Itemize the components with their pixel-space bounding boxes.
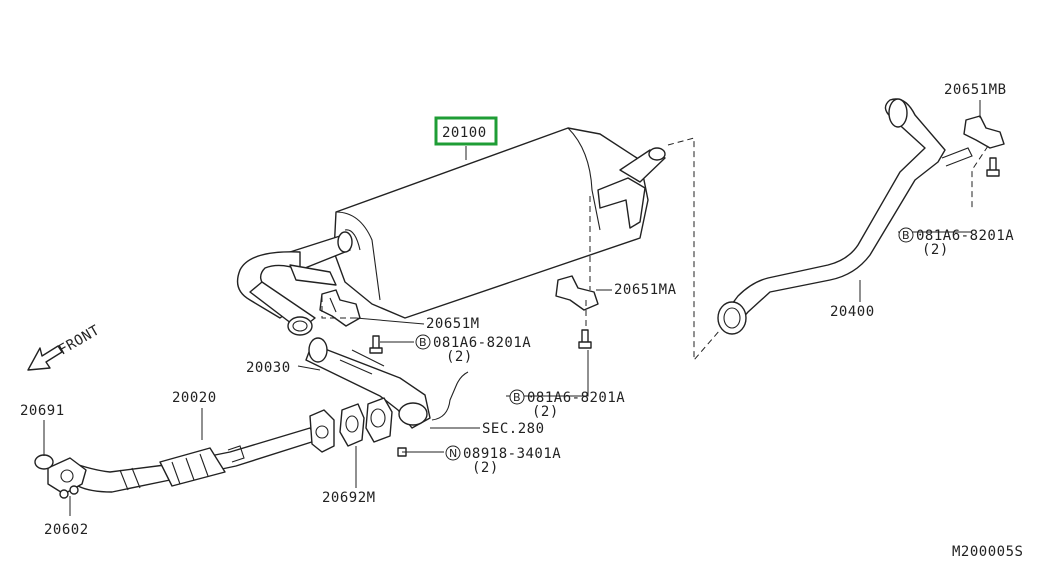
center-pipe[interactable]	[236, 251, 431, 429]
label-20692m[interactable]: 20692M	[322, 490, 376, 506]
highlight-box-20100	[434, 116, 498, 146]
bolt-qty: (2)	[532, 404, 559, 420]
nut-20602[interactable]	[59, 485, 79, 499]
label-20651m[interactable]: 20651M	[426, 316, 480, 332]
label-sec-280[interactable]: SEC.280	[482, 421, 545, 437]
bolt-prefix: B	[902, 229, 910, 242]
sensor-harness	[431, 371, 469, 421]
hanger-20651mb[interactable]	[963, 115, 1005, 149]
bolt-callout-3[interactable]: B 081A6-8201A (2)	[898, 227, 1014, 258]
front-exhaust-tube[interactable]	[47, 409, 335, 495]
label-20400[interactable]: 20400	[830, 304, 875, 320]
label-20030[interactable]: 20030	[246, 360, 291, 376]
bolt-prefix: B	[513, 391, 521, 404]
label-20020[interactable]: 20020	[172, 390, 217, 406]
leader-lines	[43, 100, 981, 516]
bolt-number: 081A6-8201A	[527, 390, 625, 406]
nut-qty: (2)	[472, 460, 499, 476]
hanger-20651m[interactable]	[319, 289, 361, 327]
front-label: FRONT	[56, 322, 103, 358]
nut-prefix: N	[449, 447, 457, 460]
label-20691[interactable]: 20691	[20, 403, 65, 419]
gasket-20692m[interactable]	[339, 397, 393, 447]
front-direction-arrow: FRONT	[27, 322, 103, 371]
bolt-callout-1[interactable]: B 081A6-8201A (2)	[415, 334, 531, 365]
bolt-number: 081A6-8201A	[433, 335, 531, 351]
nut-callout[interactable]: N 08918-3401A (2)	[445, 445, 561, 476]
gasket-20691[interactable]	[34, 454, 54, 470]
bolt-number: 081A6-8201A	[916, 228, 1014, 244]
bolt-prefix: B	[419, 336, 427, 349]
bolt-near-20651mb[interactable]	[986, 157, 1000, 177]
bolt-near-20651ma[interactable]	[578, 329, 592, 349]
assembly-lines	[321, 137, 989, 362]
label-20100[interactable]: 20100	[442, 125, 487, 141]
label-20651mb[interactable]: 20651MB	[944, 82, 1007, 98]
bolt-qty: (2)	[446, 349, 473, 365]
bolt-qty: (2)	[922, 242, 949, 258]
label-20651ma[interactable]: 20651MA	[614, 282, 677, 298]
nut-number: 08918-3401A	[463, 446, 561, 462]
bolt-near-20651m[interactable]	[369, 335, 383, 354]
hanger-20651ma[interactable]	[555, 275, 599, 311]
diagram-code: M200005S	[952, 544, 1023, 560]
rear-tail-pipe[interactable]	[717, 98, 973, 335]
bolt-callout-2[interactable]: B 081A6-8201A (2)	[509, 389, 625, 420]
main-muffler[interactable]	[289, 127, 666, 319]
label-20602[interactable]: 20602	[44, 522, 89, 538]
